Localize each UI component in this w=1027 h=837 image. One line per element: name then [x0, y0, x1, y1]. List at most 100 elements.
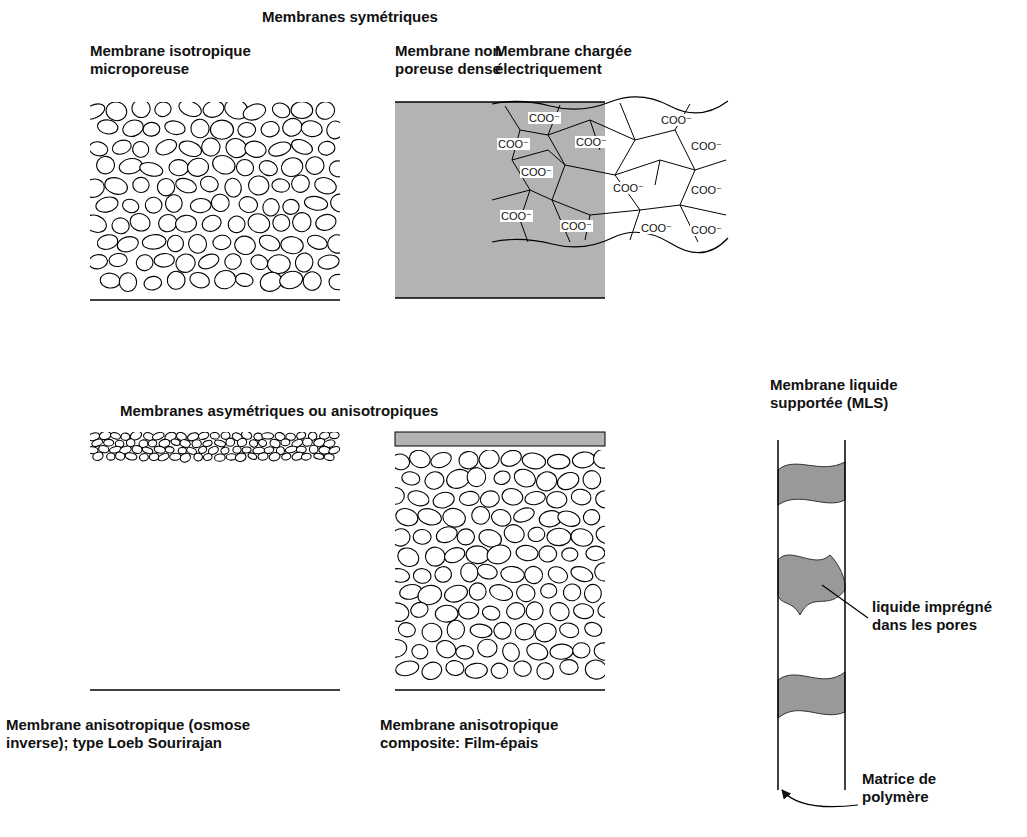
- pore: [90, 102, 107, 122]
- pore: [582, 508, 601, 526]
- pore: [329, 274, 340, 290]
- pore: [283, 199, 299, 214]
- pore: [258, 438, 268, 447]
- pore: [406, 488, 431, 508]
- pore: [138, 160, 164, 178]
- pore: [145, 197, 163, 214]
- callout-label: Matrice de polymère: [862, 770, 1002, 806]
- pore: [442, 583, 469, 605]
- pore: [157, 178, 175, 196]
- pore: [94, 195, 119, 215]
- pore: [492, 469, 511, 486]
- pore: [303, 154, 326, 177]
- pore: [186, 232, 210, 256]
- pore: [177, 138, 203, 159]
- pore: [395, 567, 410, 583]
- charge-label: COO⁻: [690, 140, 723, 152]
- pore-pattern: [395, 450, 605, 683]
- pore: [90, 177, 106, 200]
- pore: [257, 232, 282, 253]
- charge-label: COO⁻: [560, 220, 593, 232]
- pore: [154, 137, 179, 158]
- pore: [234, 157, 256, 178]
- pore: [464, 662, 488, 679]
- pore: [139, 453, 149, 462]
- pore: [196, 251, 221, 271]
- pore: [300, 269, 324, 293]
- pore: [111, 217, 130, 235]
- pore: [326, 233, 340, 255]
- membrane-label: Membrane liquide supportée (MLS): [770, 376, 960, 412]
- pore: [303, 195, 328, 212]
- pore: [329, 432, 339, 439]
- pore: [90, 140, 109, 158]
- pore: [422, 469, 446, 492]
- pore: [210, 120, 233, 139]
- pore: [99, 272, 120, 289]
- pore: [583, 620, 604, 638]
- pore: [103, 175, 130, 197]
- pore: [540, 583, 557, 598]
- pore: [459, 490, 480, 506]
- callout-label: liquide imprégné dans les pores: [872, 598, 1012, 634]
- pore: [95, 155, 116, 175]
- pore: [455, 645, 474, 660]
- pore: [271, 178, 290, 193]
- pore: [96, 233, 119, 251]
- pore: [129, 102, 153, 120]
- pore: [317, 140, 336, 156]
- pore: [223, 177, 243, 199]
- pore: [175, 214, 198, 233]
- pore: [248, 175, 270, 196]
- pore: [500, 565, 525, 583]
- pore: [201, 137, 221, 157]
- pore: [539, 546, 557, 563]
- pore: [513, 660, 533, 678]
- pore: [478, 639, 497, 657]
- pore: [397, 621, 416, 638]
- pore: [512, 466, 539, 490]
- charge-label: COO⁻: [660, 114, 693, 126]
- pore: [149, 453, 159, 461]
- pore: [514, 582, 537, 604]
- pore: [212, 234, 232, 250]
- pore: [107, 453, 116, 460]
- pore: [586, 546, 605, 562]
- pore: [596, 600, 605, 620]
- pore: [294, 252, 315, 274]
- pore: [395, 545, 422, 570]
- pore: [420, 622, 443, 644]
- pore: [559, 659, 578, 675]
- pore: [395, 600, 411, 623]
- pore: [110, 138, 133, 157]
- thin-film-layer: [395, 432, 605, 446]
- pore: [165, 446, 175, 454]
- pore: [395, 638, 408, 658]
- pore: [249, 439, 259, 448]
- pore: [237, 122, 256, 138]
- section-title: Membranes asymétriques ou anisotropiques: [120, 402, 520, 420]
- pore: [413, 529, 431, 544]
- pore: [434, 637, 459, 660]
- pore: [119, 272, 138, 292]
- pore: [170, 453, 182, 461]
- pore: [289, 137, 314, 157]
- pore: [257, 452, 268, 461]
- pore: [492, 621, 512, 641]
- pore: [135, 253, 155, 272]
- pore: [466, 467, 487, 488]
- pore: [270, 102, 292, 120]
- pore: [290, 210, 313, 234]
- pore: [593, 561, 605, 583]
- membrane-edge: [395, 297, 605, 299]
- pore: [116, 234, 140, 254]
- pore: [514, 623, 535, 641]
- pore: [267, 139, 293, 158]
- pore: [280, 235, 304, 255]
- pore: [157, 452, 170, 462]
- pore: [131, 140, 151, 159]
- pore: [164, 193, 184, 214]
- charge-label: COO⁻: [640, 222, 673, 234]
- pore: [223, 251, 244, 271]
- pore: [522, 564, 545, 586]
